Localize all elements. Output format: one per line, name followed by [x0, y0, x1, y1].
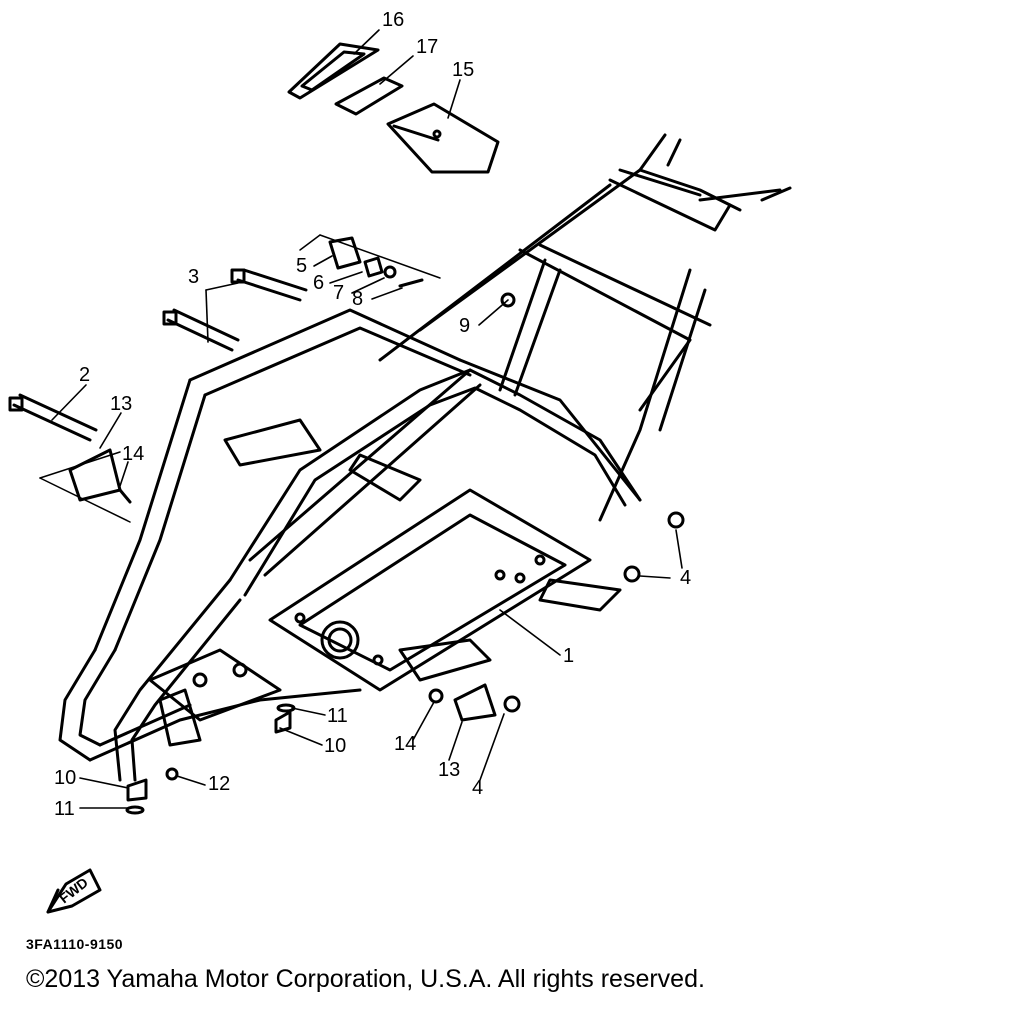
- callout-17: 17: [416, 36, 439, 58]
- main-frame-side: [93, 308, 642, 652]
- rear-cross-member: [498, 243, 712, 522]
- callout-16: 16: [382, 9, 405, 31]
- footrest-brackets: [348, 453, 622, 682]
- fwd-label: FWD: [56, 874, 91, 906]
- callout-11-left: 11: [54, 798, 75, 820]
- strap-part: [334, 76, 404, 116]
- callout-10-left: 10: [54, 767, 77, 789]
- callout-7: 7: [333, 282, 345, 304]
- rubber-mount-stack: [328, 236, 424, 288]
- long-bolts: [8, 268, 308, 442]
- callout-6: 6: [313, 272, 325, 294]
- drawing-code: 3FA1110-9150: [26, 936, 124, 952]
- callout-13-bottom: 13: [438, 759, 461, 781]
- seat-pad-part: [287, 42, 380, 100]
- leader-lines: [51, 29, 683, 809]
- callout-5: 5: [296, 255, 308, 277]
- callout-14-bottom: 14: [394, 733, 417, 755]
- callout-3: 3: [188, 266, 200, 288]
- main-upper-tube: [228, 368, 642, 597]
- tool-bag-part: [386, 102, 500, 174]
- callout-9: 9: [459, 315, 471, 337]
- front-down-tubes: [58, 578, 362, 782]
- callout-1: 1: [563, 645, 575, 667]
- callout-12: 12: [208, 773, 231, 795]
- callout-14-left: 14: [122, 443, 145, 465]
- lower-frame-skid: [268, 488, 592, 692]
- callout-10-center: 10: [324, 735, 347, 757]
- bracket-plates: [68, 448, 497, 722]
- callout-15: 15: [452, 59, 475, 81]
- phantom-lines: [39, 234, 441, 523]
- callout-11-center: 11: [327, 705, 348, 727]
- callout-4-bottom: 4: [472, 777, 484, 799]
- rear-frame-rails: [378, 133, 792, 362]
- copyright-notice: ©2013 Yamaha Motor Corporation, U.S.A. A…: [26, 965, 705, 993]
- callout-2: 2: [79, 364, 91, 386]
- callout-4-right: 4: [680, 567, 692, 589]
- callout-8: 8: [352, 288, 364, 310]
- fwd-arrow-icon: [46, 868, 102, 914]
- engine-mount-plates: [148, 418, 322, 747]
- fasteners: [118, 292, 685, 815]
- callout-13-left: 13: [110, 393, 133, 415]
